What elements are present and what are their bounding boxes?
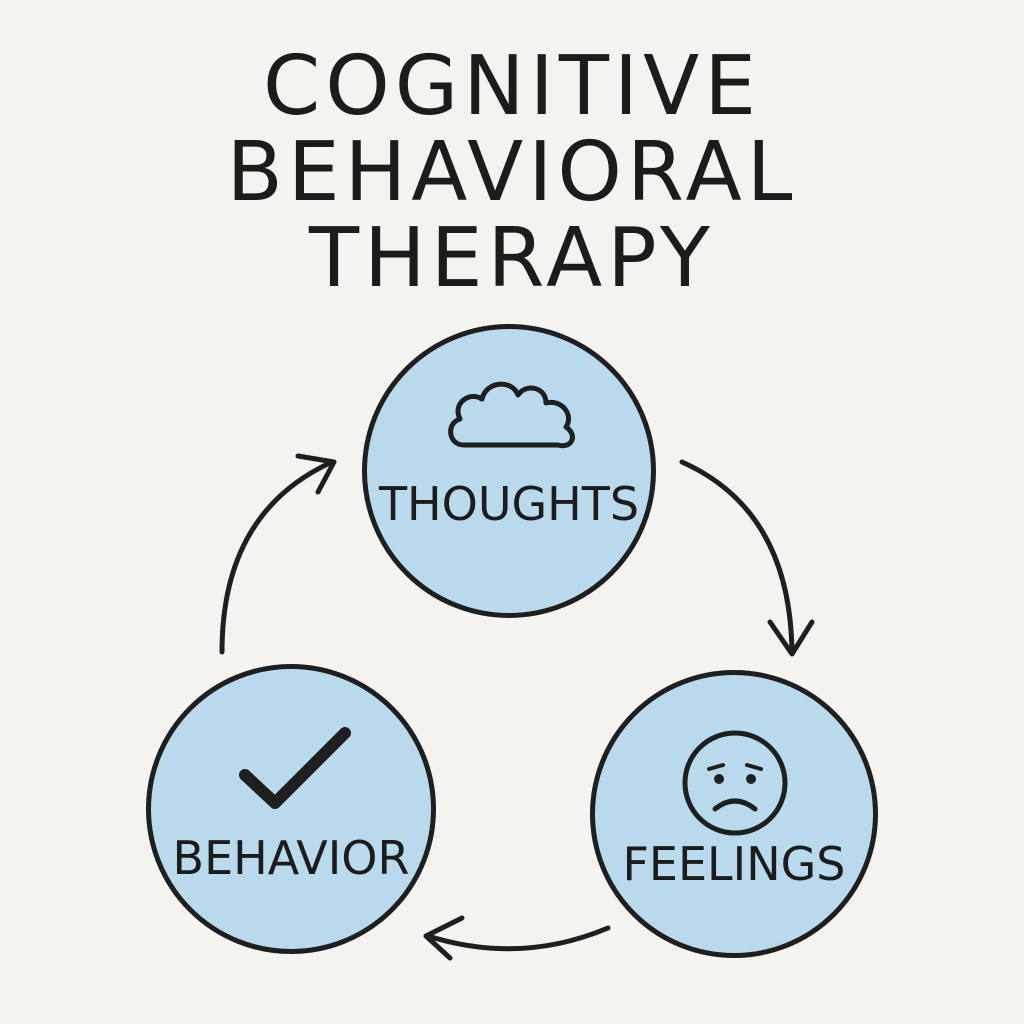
title-line-3: THERAPY <box>308 211 716 306</box>
arrowhead-feelings-to-behavior <box>423 915 465 961</box>
title-line-2: BEHAVIORAL <box>226 125 798 220</box>
behavior-node: BEHAVIOR <box>146 664 436 954</box>
thoughts-label: THOUGHTS <box>378 477 640 531</box>
title-line-1: COGNITIVE <box>262 39 762 134</box>
checkmark-icon <box>239 727 351 809</box>
page-title: COGNITIVE BEHAVIORAL THERAPY <box>0 44 1024 302</box>
feelings-node: FEELINGS <box>590 670 878 958</box>
arrowhead-thoughts-to-feelings <box>767 619 815 657</box>
arrow-behavior-to-thoughts <box>219 459 335 655</box>
arrow-thoughts-to-feelings <box>679 459 795 655</box>
behavior-label: BEHAVIOR <box>172 831 410 885</box>
arrowhead-behavior-to-thoughts <box>295 453 337 495</box>
feelings-label: FEELINGS <box>622 837 846 891</box>
thoughts-node: THOUGHTS <box>362 324 656 618</box>
sad-face-icon <box>682 730 788 836</box>
cloud-icon <box>448 381 575 449</box>
arrow-feelings-to-behavior <box>425 925 611 952</box>
